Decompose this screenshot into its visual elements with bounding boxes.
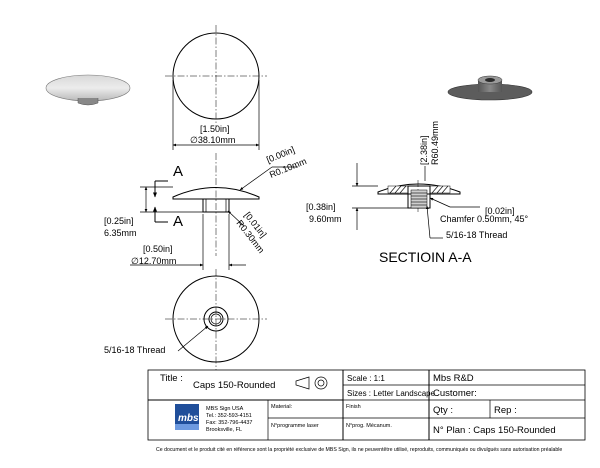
stem-dim-mm: ∅12.70mm: [131, 256, 176, 266]
section-view: [2.38in] R60.49mm [0.38in] 9.60mm [0.02i…: [306, 121, 529, 265]
stem-dim-in: [0.50in]: [143, 244, 173, 254]
title-block: Title : Caps 150-Rounded Scale : 1:1 Siz…: [147, 369, 586, 441]
scale-label: Scale : 1:1: [347, 374, 385, 383]
section-title: SECTIOIN A-A: [379, 249, 472, 265]
section-thread: 5/16-18 Thread: [446, 230, 507, 240]
qty-label: Qty :: [433, 405, 453, 416]
customer-label: Customer:: [433, 388, 477, 399]
material-label: Material:: [271, 404, 293, 410]
finish-label: Finish: [346, 404, 361, 410]
chamfer-text: Chamfer 0.50mm, 45°: [440, 214, 529, 224]
title-value: Caps 150-Rounded: [193, 380, 275, 391]
company-name: Mbs R&D: [433, 373, 474, 384]
front-height-mm: 6.35mm: [104, 228, 137, 238]
section-height-mm: 9.60mm: [309, 214, 342, 224]
address-line-2: Tel.: 352-593-4151: [206, 413, 252, 419]
bottom-thread: 5/16-18 Thread: [104, 345, 165, 355]
top-dim-mm: ∅38.10mm: [190, 135, 235, 145]
title-label: Title :: [160, 373, 183, 384]
projection-symbol-icon: [295, 376, 328, 390]
section-hatching: [387, 185, 451, 194]
front-view: A A [0.00in] R0.10mm [0.01in] R0.30mm [0…: [104, 145, 308, 270]
top-view: [1.50in] ∅38.10mm: [165, 25, 267, 150]
section-height-in: [0.38in]: [306, 202, 336, 212]
prog-laser-label: N°programme laser: [271, 423, 319, 429]
bottom-view: 5/16-18 Thread: [104, 269, 267, 370]
mbs-logo: mbs: [175, 404, 199, 430]
address-line-1: MBS Sign USA: [206, 406, 244, 412]
section-radius-in: [2.38in]: [419, 135, 429, 165]
plan-number: N° Plan : Caps 150-Rounded: [433, 425, 556, 436]
sizes-label: Sizes : Letter Landscape: [347, 389, 436, 398]
section-label-top: A: [173, 163, 183, 180]
iso-view-top-left: [45, 74, 131, 106]
svg-text:mbs: mbs: [178, 413, 199, 424]
prog-mecanum-label: N°prog. Mécanum.: [346, 423, 392, 429]
iso-view-top-right: [447, 75, 533, 101]
address-line-4: Brooksville, FL: [206, 427, 242, 433]
front-height-in: [0.25in]: [104, 216, 134, 226]
section-radius-mm: R60.49mm: [430, 121, 440, 165]
address-line-3: Fax: 352-796-4437: [206, 420, 252, 426]
chamfer-in: [0.02in]: [485, 206, 515, 216]
rep-label: Rep :: [494, 405, 517, 416]
footer-disclaimer: Ce document et le produit cité en référe…: [156, 447, 562, 453]
top-dim-in: [1.50in]: [200, 124, 230, 134]
section-label-bottom: A: [173, 213, 183, 230]
